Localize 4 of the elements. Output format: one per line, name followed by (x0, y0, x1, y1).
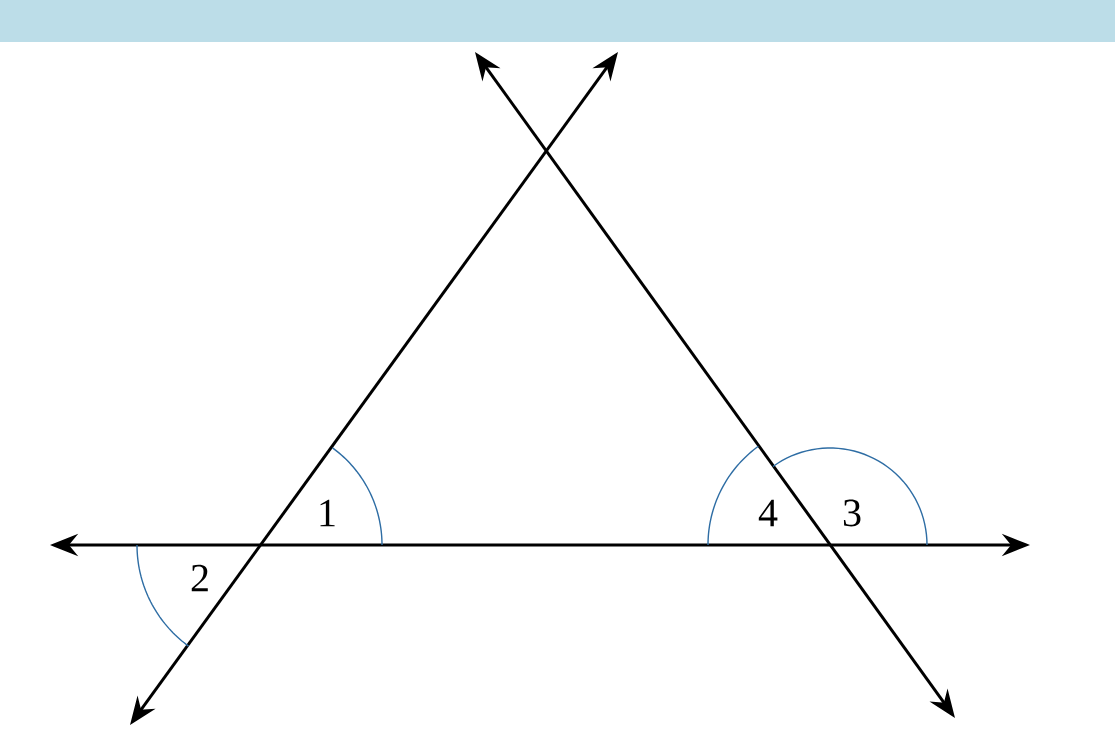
angle-label: 2 (191, 564, 208, 592)
angle-label: 3 (843, 499, 861, 527)
angle-label: 1 (320, 499, 335, 527)
angle-label: 4 (758, 499, 778, 527)
